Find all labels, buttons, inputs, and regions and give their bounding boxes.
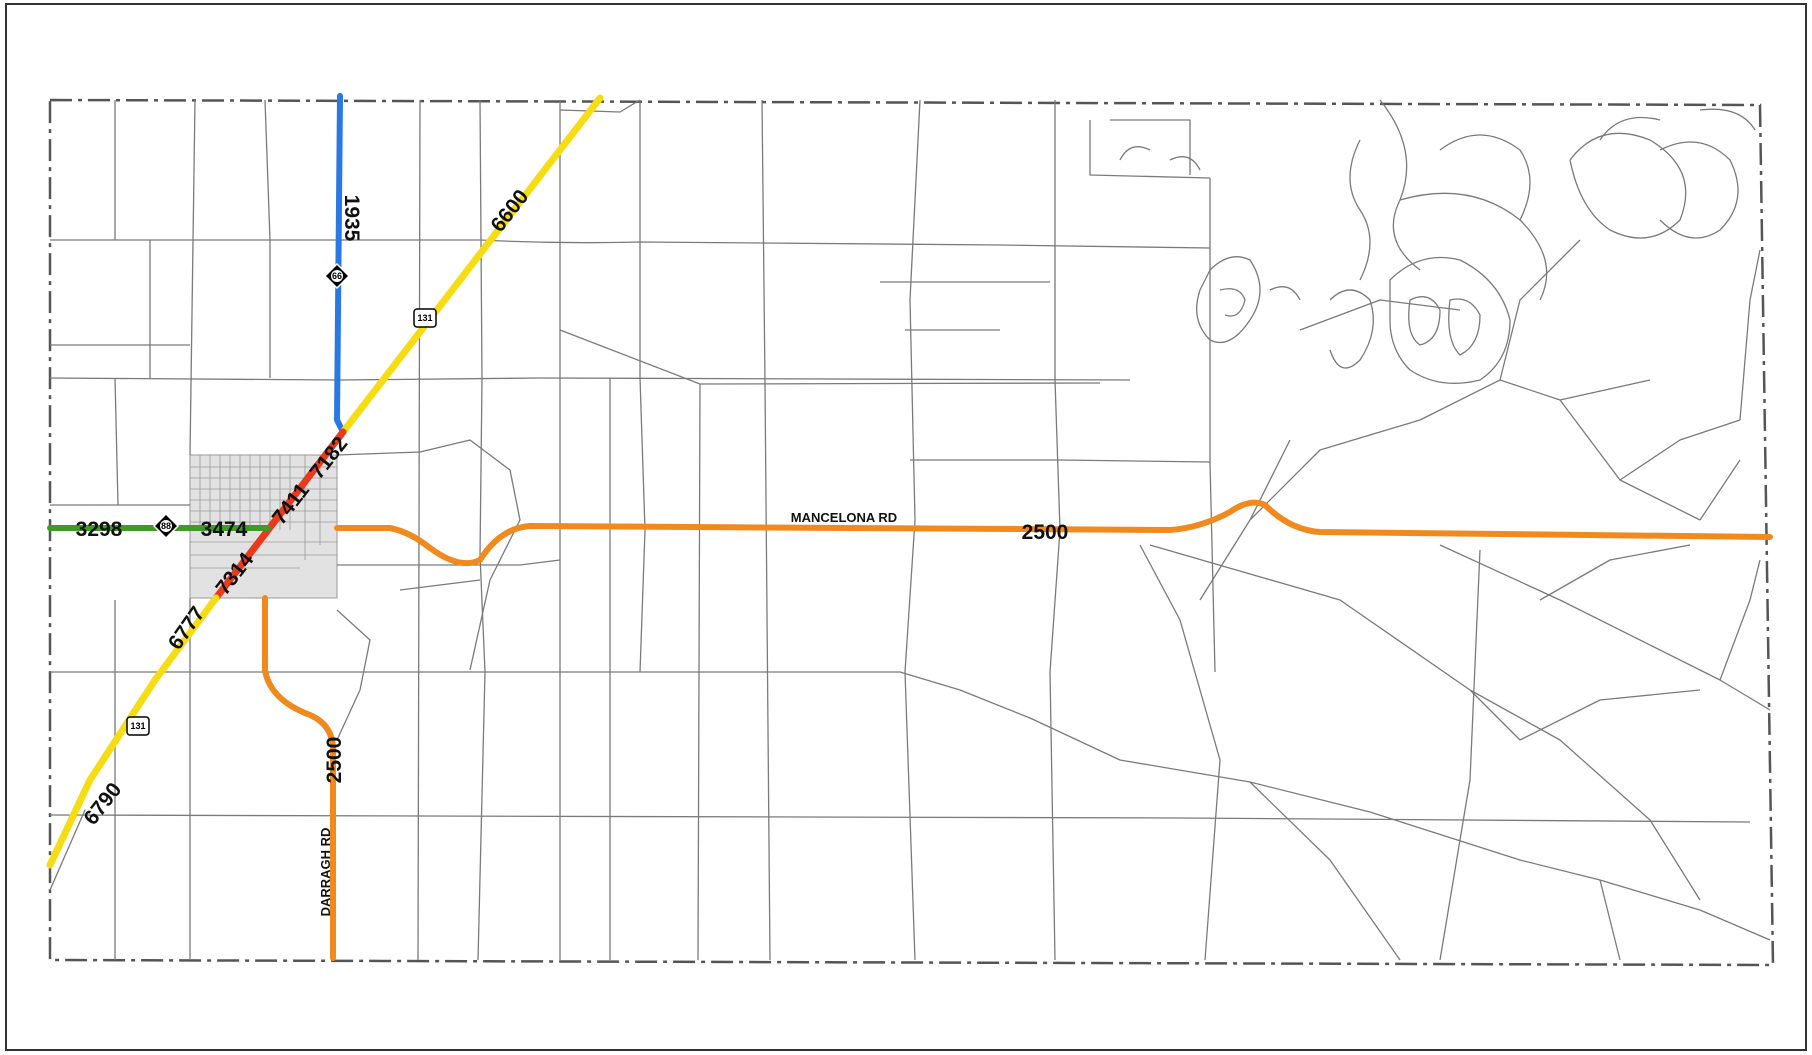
volume-m88-town: 3474 [201,518,248,541]
mancelona-rd-route [334,499,1773,566]
us131-northeast-route [339,94,604,436]
road-name-darragh-rd: DARRAGH RD [318,828,333,917]
darragh-rd-route [262,595,336,961]
shield-us131-south-number: 131 [130,721,145,731]
volume-m88-west: 3298 [76,518,123,541]
volume-darragh-rd: 2500 [323,737,346,784]
volume-mancelona-rd: 2500 [1022,521,1069,544]
shield-us131-north: 131 [413,308,437,328]
shield-m66: 66 [323,262,351,290]
volume-m66-north: 1935 [340,195,363,242]
highway-routes [46,93,1773,961]
us-highway-shield-icon [413,308,437,328]
us-highway-shield-icon [126,716,150,736]
us131-southwest-route [46,594,220,869]
shield-us131-south: 131 [126,716,150,736]
shield-us131-north-number: 131 [417,313,432,323]
shield-m66-number: 66 [332,271,342,281]
us131-village-route [212,428,347,602]
shield-m88: 88 [152,512,180,540]
shield-m88-number: 88 [161,521,171,531]
road-name-mancelona-rd: MANCELONA RD [791,510,897,525]
m66-north-route [334,93,346,435]
township-boundary [48,98,1775,967]
southwest-local-road [49,809,86,891]
